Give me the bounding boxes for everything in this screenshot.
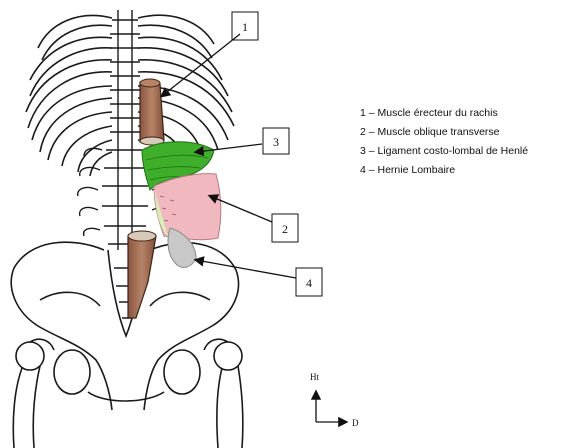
callout-2-number: 2 — [282, 222, 288, 236]
right-label: D — [352, 418, 359, 428]
up-label: Ht — [310, 372, 319, 382]
orientation-indicator: Ht D — [310, 372, 359, 428]
legend-item-2: 2 – Muscle oblique transverse — [360, 123, 528, 142]
legend-item-4: 4 – Hernie Lombaire — [360, 161, 528, 180]
callout-2: 2 — [210, 196, 298, 242]
callout-4: 4 — [196, 260, 322, 296]
legend-item-1: 1 – Muscle érecteur du rachis — [360, 104, 528, 123]
oblique-transverse-muscle — [154, 174, 221, 240]
legend-item-3: 3 – Ligament costo-lombal de Henlé — [360, 142, 528, 161]
callout-4-arrow — [196, 260, 296, 278]
erector-spinae-muscle-upper — [140, 79, 164, 145]
legend: 1 – Muscle érecteur du rachis 2 – Muscle… — [360, 104, 528, 180]
femurs — [13, 339, 243, 448]
pelvis — [11, 242, 238, 410]
callout-4-number: 4 — [306, 276, 312, 290]
callout-1-number: 1 — [242, 20, 248, 34]
callout-3-number: 3 — [273, 135, 279, 149]
